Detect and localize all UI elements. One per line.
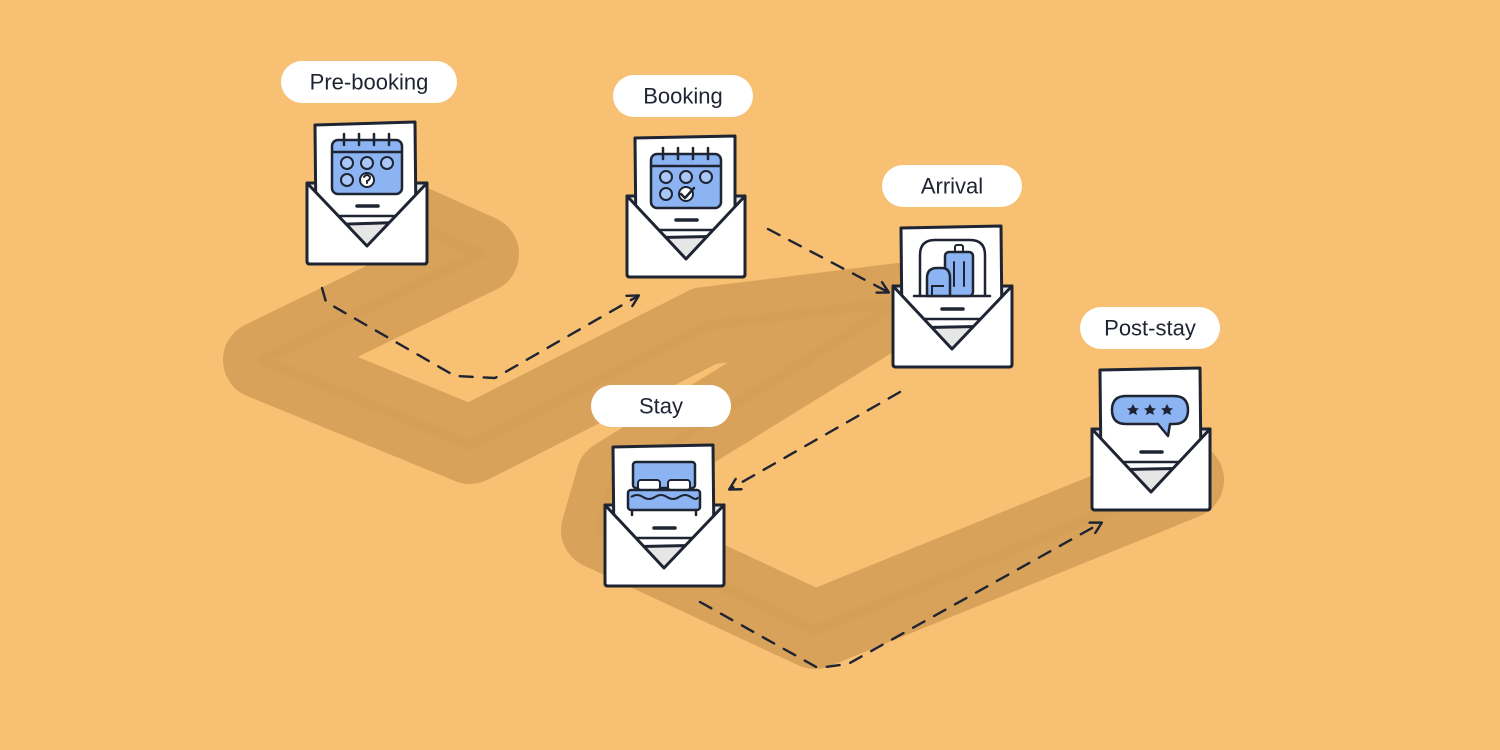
label-pill-arrival bbox=[882, 165, 1022, 207]
label-pill-post-stay bbox=[1080, 307, 1220, 349]
stage-label-pre-booking: Pre-booking bbox=[310, 70, 429, 95]
label-pill-stay bbox=[591, 385, 731, 427]
calendar-check-icon bbox=[649, 146, 723, 210]
stage-label-arrival: Arrival bbox=[921, 174, 983, 199]
label-pill-pre-booking bbox=[281, 61, 457, 103]
bed-icon bbox=[626, 460, 702, 517]
envelope-arrival bbox=[891, 224, 1014, 369]
journey-arrows bbox=[320, 227, 1101, 670]
stage-label-post-stay: Post-stay bbox=[1104, 316, 1196, 341]
stage-booking: Booking bbox=[613, 75, 753, 279]
envelope-pre-booking bbox=[305, 120, 429, 266]
arrow-stay-to-poststay bbox=[698, 523, 1101, 670]
rating-bubble-icon bbox=[1110, 394, 1190, 438]
arrow-arrival-to-stay bbox=[730, 390, 902, 489]
label-pill-booking bbox=[613, 75, 753, 117]
star-icons bbox=[1127, 404, 1173, 415]
stage-stay: Stay bbox=[591, 385, 731, 588]
luggage-icon bbox=[912, 238, 992, 298]
envelope-booking bbox=[625, 134, 747, 279]
stage-post-stay: Post-stay bbox=[1080, 307, 1220, 512]
stage-arrival: Arrival bbox=[882, 165, 1022, 369]
calendar-question-icon bbox=[330, 132, 404, 196]
stage-label-stay: Stay bbox=[639, 394, 683, 419]
stage-pre-booking: Pre-booking bbox=[281, 61, 457, 266]
envelope-post-stay bbox=[1090, 366, 1212, 512]
stage-label-booking: Booking bbox=[643, 84, 723, 109]
envelope-stay bbox=[603, 443, 726, 588]
arrow-prebooking-to-booking bbox=[320, 286, 638, 380]
